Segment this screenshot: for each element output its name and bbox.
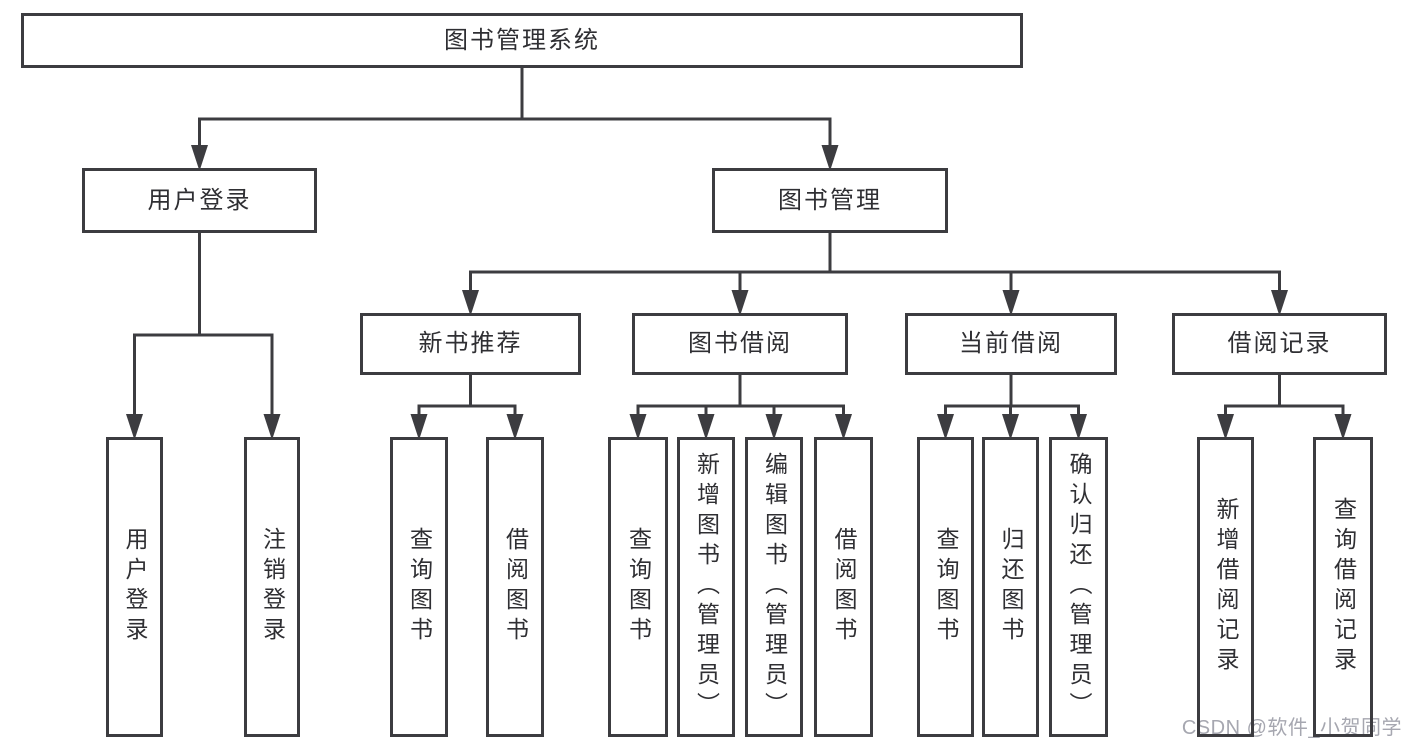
node-borrowing-records: 借阅记录 bbox=[1172, 313, 1387, 375]
node-label-leaf-bor-query-book: 查询图书 bbox=[625, 527, 652, 647]
node-label-leaf-login: 用户登录 bbox=[122, 527, 148, 647]
node-label-leaf-rec-query-book: 查询图书 bbox=[406, 527, 433, 647]
edge-root-system bbox=[191, 68, 839, 171]
node-label-borrowing-records: 借阅记录 bbox=[1227, 330, 1332, 357]
node-label-leaf-rec-borrow-book: 借阅图书 bbox=[502, 527, 529, 647]
node-label-leaf-bor-edit-book: 编辑图书（管理员） bbox=[761, 452, 788, 722]
node-leaf-logout: 注销登录 bbox=[244, 437, 300, 737]
node-label-user-login: 用户登录 bbox=[147, 186, 252, 214]
edge-user-login bbox=[126, 233, 281, 440]
node-label-leaf-log-add-record: 新增借阅记录 bbox=[1213, 497, 1239, 677]
edge-book-borrowing bbox=[629, 375, 852, 440]
node-leaf-bor-add-book: 新增图书（管理员） bbox=[677, 437, 735, 737]
node-label-leaf-bor-borrow-book: 借阅图书 bbox=[831, 527, 857, 647]
node-book-borrowing: 图书借阅 bbox=[632, 313, 848, 375]
node-label-new-book-recommend: 新书推荐 bbox=[418, 330, 523, 357]
node-user-login: 用户登录 bbox=[82, 168, 317, 233]
node-label-root-system: 图书管理系统 bbox=[444, 26, 600, 54]
node-leaf-bor-borrow-book: 借阅图书 bbox=[814, 437, 873, 737]
node-label-leaf-log-query-record: 查询借阅记录 bbox=[1330, 497, 1357, 677]
node-label-current-borrowing: 当前借阅 bbox=[959, 330, 1063, 357]
node-label-book-borrowing: 图书借阅 bbox=[688, 330, 792, 357]
node-label-book-management: 图书管理 bbox=[778, 186, 882, 214]
node-leaf-rec-borrow-book: 借阅图书 bbox=[486, 437, 544, 737]
node-leaf-login: 用户登录 bbox=[106, 437, 163, 737]
node-leaf-cur-confirm: 确认归还（管理员） bbox=[1049, 437, 1108, 737]
node-leaf-log-query-record: 查询借阅记录 bbox=[1313, 437, 1373, 737]
node-label-leaf-logout: 注销登录 bbox=[259, 527, 286, 647]
node-book-management: 图书管理 bbox=[712, 168, 948, 233]
node-new-book-recommend: 新书推荐 bbox=[360, 313, 581, 375]
edge-book-management bbox=[462, 233, 1288, 316]
node-leaf-log-add-record: 新增借阅记录 bbox=[1197, 437, 1254, 737]
node-leaf-cur-return-book: 归还图书 bbox=[982, 437, 1039, 737]
node-label-leaf-cur-return-book: 归还图书 bbox=[998, 527, 1024, 647]
node-label-leaf-cur-confirm: 确认归还（管理员） bbox=[1066, 452, 1092, 722]
node-current-borrowing: 当前借阅 bbox=[905, 313, 1117, 375]
node-leaf-cur-query-book: 查询图书 bbox=[917, 437, 974, 737]
node-leaf-bor-query-book: 查询图书 bbox=[608, 437, 668, 737]
node-leaf-rec-query-book: 查询图书 bbox=[390, 437, 448, 737]
node-leaf-bor-edit-book: 编辑图书（管理员） bbox=[745, 437, 803, 737]
node-label-leaf-cur-query-book: 查询图书 bbox=[933, 527, 959, 647]
edge-current-borrowing bbox=[937, 375, 1087, 440]
edge-borrowing-records bbox=[1217, 375, 1352, 440]
node-root-system: 图书管理系统 bbox=[21, 13, 1023, 68]
edge-new-book-recommend bbox=[410, 375, 524, 440]
node-label-leaf-bor-add-book: 新增图书（管理员） bbox=[693, 452, 720, 722]
csdn-watermark: CSDN @软件_小贺同学 bbox=[1181, 717, 1402, 739]
